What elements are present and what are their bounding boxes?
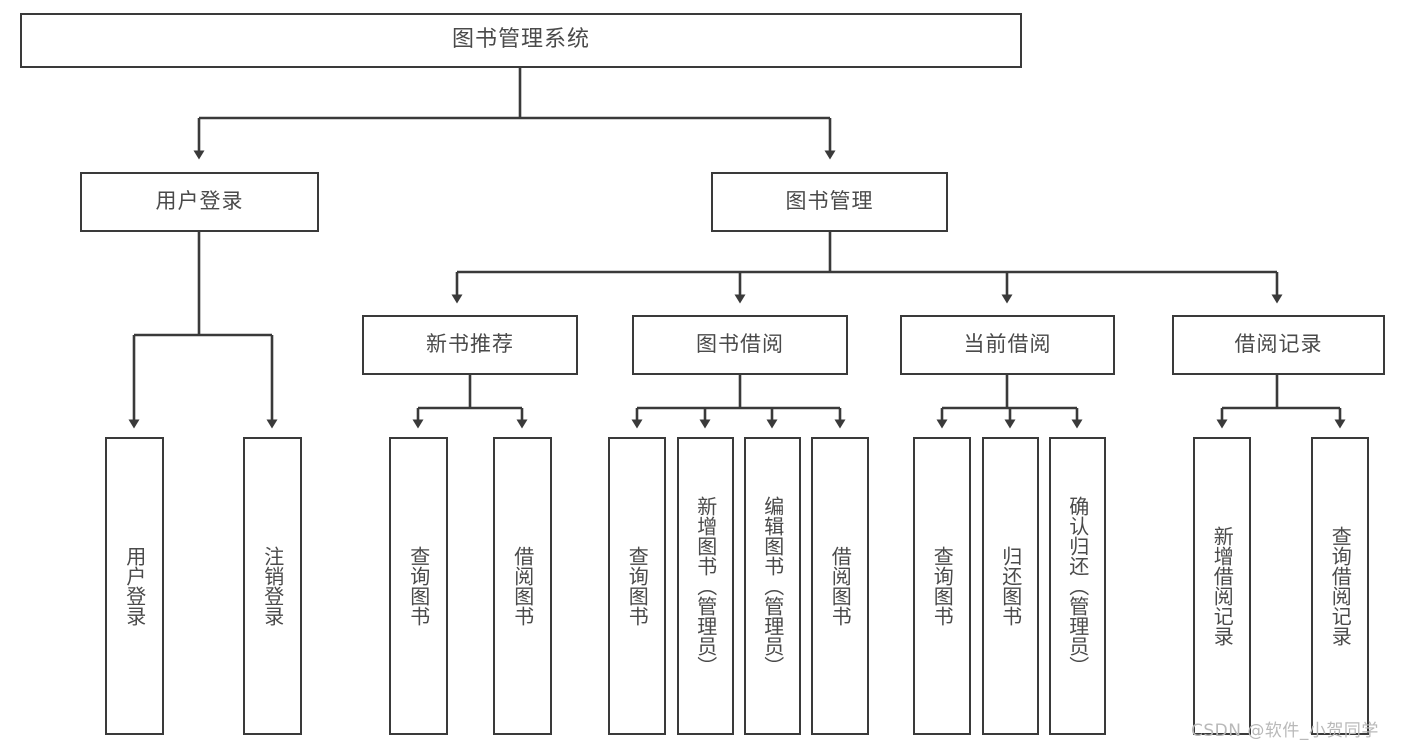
leaf-borrow-edit-book-admin[interactable]: 编辑图书（管理员） <box>744 437 801 735</box>
node-label: 图书借阅 <box>696 332 784 357</box>
node-user-login[interactable]: 用户登录 <box>80 172 319 232</box>
node-current-borrow[interactable]: 当前借阅 <box>900 315 1115 375</box>
node-label: 图书管理系统 <box>451 27 590 53</box>
node-label: 查询图书 <box>406 546 431 626</box>
node-label: 新增图书（管理员） <box>693 496 718 676</box>
leaf-new-book-query[interactable]: 查询图书 <box>389 437 448 735</box>
node-label: 编辑图书（管理员） <box>760 496 785 676</box>
leaf-user-login-login[interactable]: 用户登录 <box>105 437 164 735</box>
node-label: 借阅图书 <box>510 546 535 626</box>
node-label: 用户登录 <box>122 546 147 626</box>
node-label: 查询图书 <box>625 546 650 626</box>
node-label: 用户登录 <box>155 189 244 214</box>
leaf-record-query-record[interactable]: 查询借阅记录 <box>1311 437 1369 735</box>
node-root-book-management-system[interactable]: 图书管理系统 <box>20 13 1022 68</box>
node-label: 图书管理 <box>785 189 874 214</box>
node-label: 借阅图书 <box>828 546 853 626</box>
leaf-borrow-borrow-book[interactable]: 借阅图书 <box>811 437 869 735</box>
node-label: 查询借阅记录 <box>1328 526 1353 646</box>
node-book-management[interactable]: 图书管理 <box>711 172 948 232</box>
node-borrow-record[interactable]: 借阅记录 <box>1172 315 1385 375</box>
node-label: 归还图书 <box>998 546 1023 626</box>
leaf-borrow-query-book[interactable]: 查询图书 <box>608 437 666 735</box>
node-label: 新书推荐 <box>426 332 514 357</box>
leaf-borrow-add-book-admin[interactable]: 新增图书（管理员） <box>677 437 734 735</box>
node-label: 确认归还（管理员） <box>1065 496 1090 676</box>
node-label: 当前借阅 <box>963 332 1052 357</box>
node-new-book-recommend[interactable]: 新书推荐 <box>362 315 578 375</box>
node-book-borrow[interactable]: 图书借阅 <box>632 315 848 375</box>
csdn-watermark: CSDN @软件_小贺同学 <box>1191 721 1379 741</box>
leaf-current-confirm-return-admin[interactable]: 确认归还（管理员） <box>1049 437 1106 735</box>
leaf-current-query-book[interactable]: 查询图书 <box>913 437 971 735</box>
node-label: 查询图书 <box>930 546 955 626</box>
node-label: 注销登录 <box>260 546 285 626</box>
node-label: 新增借阅记录 <box>1210 526 1235 646</box>
leaf-current-return-book[interactable]: 归还图书 <box>982 437 1039 735</box>
leaf-record-add-record[interactable]: 新增借阅记录 <box>1193 437 1251 735</box>
leaf-new-book-borrow[interactable]: 借阅图书 <box>493 437 552 735</box>
leaf-user-login-logout[interactable]: 注销登录 <box>243 437 302 735</box>
node-label: 借阅记录 <box>1234 332 1323 357</box>
